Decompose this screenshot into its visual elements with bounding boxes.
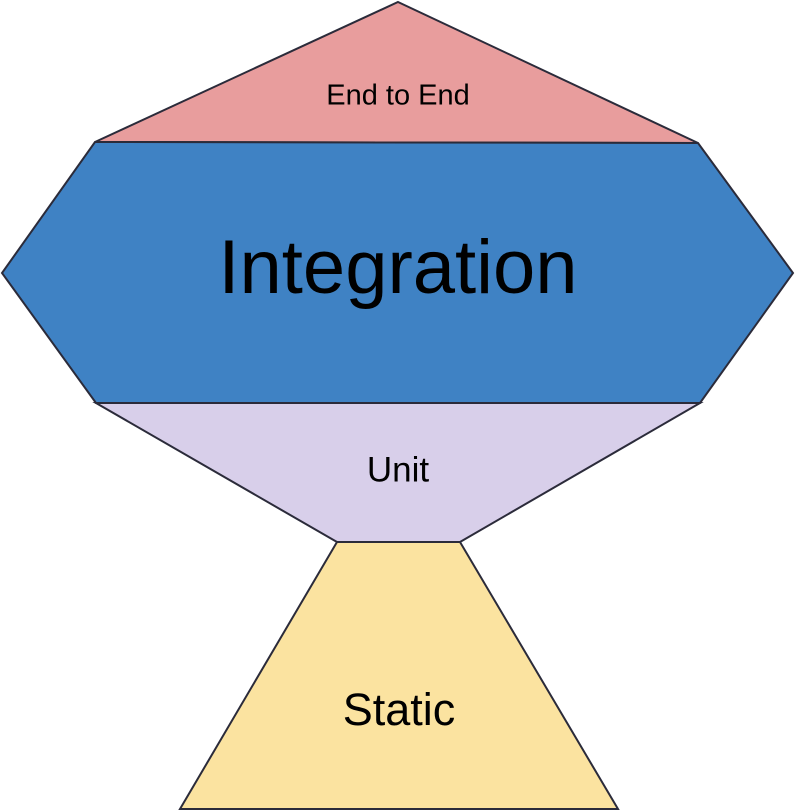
layer-integration[interactable]: Integration	[0, 140, 795, 404]
end-to-end-label: End to End	[326, 80, 470, 112]
end-to-end-shape[interactable]	[94, 0, 699, 144]
layer-unit[interactable]: Unit	[92, 402, 704, 543]
layer-static[interactable]: Static	[178, 541, 620, 810]
static-label: Static	[343, 684, 456, 735]
layer-end-to-end[interactable]: End to End	[94, 0, 699, 144]
static-shape[interactable]	[178, 541, 620, 810]
integration-label: Integration	[218, 225, 577, 310]
unit-label: Unit	[367, 450, 430, 489]
